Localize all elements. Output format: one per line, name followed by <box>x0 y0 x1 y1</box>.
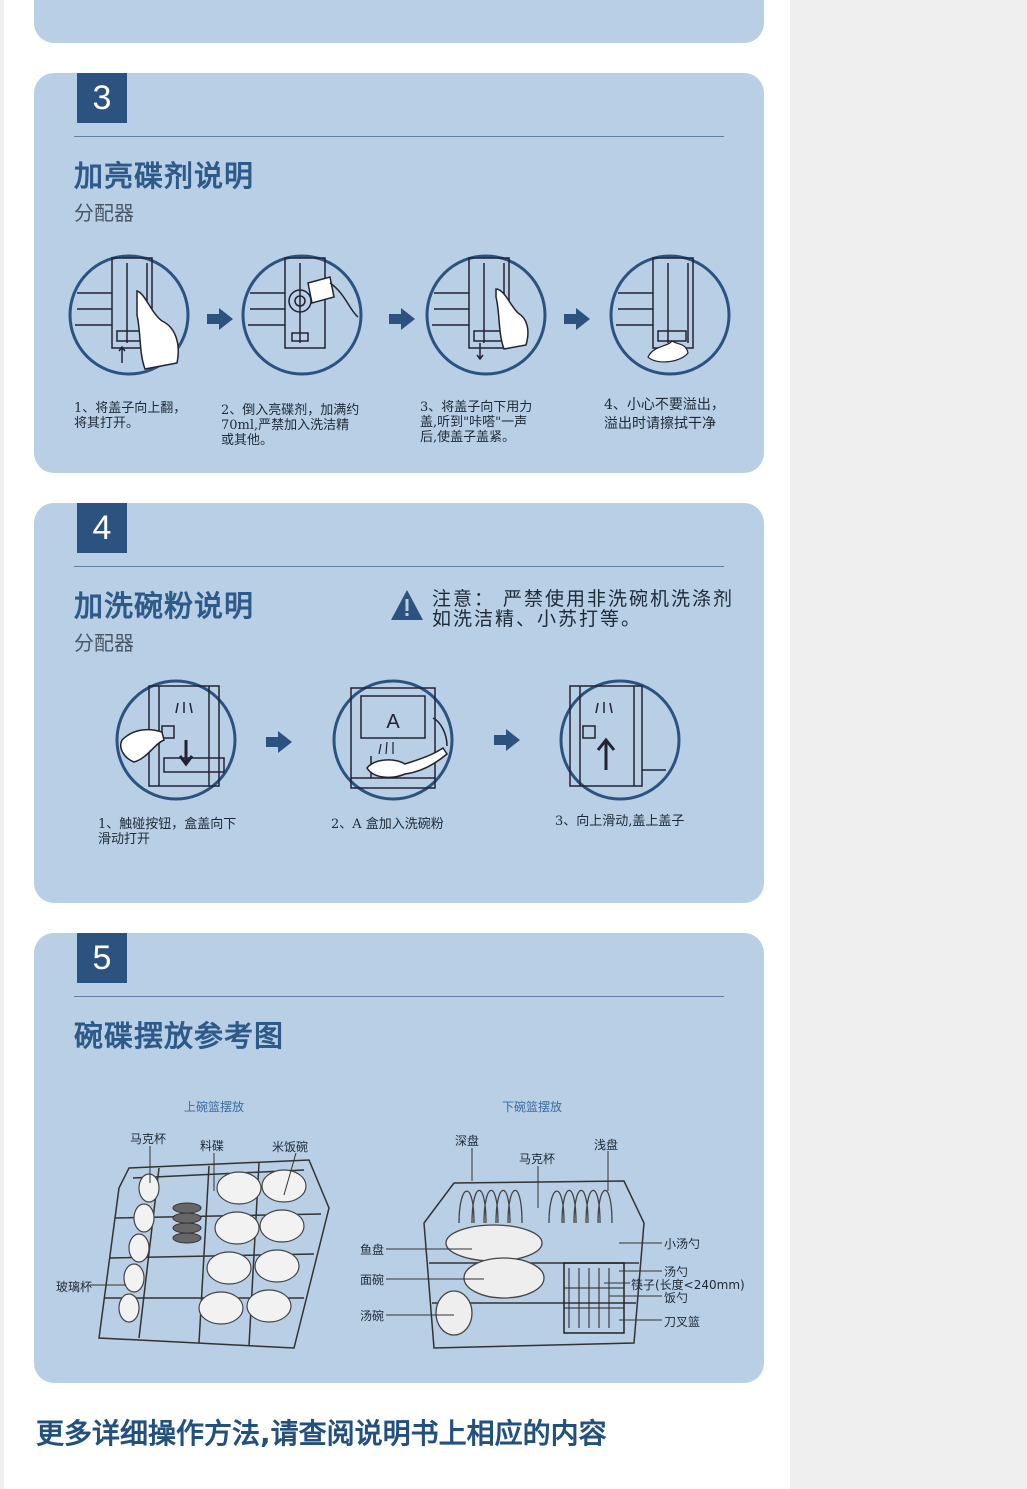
label-chopsticks: 筷子(长度<240mm) <box>631 1278 745 1292</box>
label-saucer: 料碟 <box>200 1139 225 1153</box>
label-leader-lines <box>90 1146 662 1321</box>
divider <box>74 136 724 137</box>
step-caption: 3、将盖子向下用力 盖,听到"咔嗒"一声 后,使盖子盖紧。 <box>420 400 533 445</box>
section-title: 加洗碗粉说明 <box>74 589 255 623</box>
previous-section-card <box>34 0 764 43</box>
divider <box>74 996 724 997</box>
upper-basket-title: 上碗篮摆放 <box>184 1100 245 1114</box>
step-illustration-open-lid <box>68 254 190 376</box>
step-illustration-close-cover <box>559 679 681 801</box>
label-noodle-bowl: 面碗 <box>360 1273 385 1287</box>
label-deep-plate: 深盘 <box>455 1134 480 1148</box>
lower-basket-title: 下碗篮摆放 <box>502 1100 563 1114</box>
arrow-right-icon <box>207 308 233 330</box>
label-fish-plate: 鱼盘 <box>360 1243 385 1257</box>
compartment-letter: A <box>386 711 400 733</box>
label-shallow-plate: 浅盘 <box>594 1138 619 1152</box>
step-illustration-wipe-spill <box>609 254 731 376</box>
step-illustration-pour-rinse-aid <box>241 254 363 376</box>
step-caption: 1、触碰按钮，盒盖向下 滑动打开 <box>98 817 237 847</box>
step-illustration-add-powder: A <box>332 679 454 801</box>
step-illustration-press-button <box>115 679 237 801</box>
label-mug: 马克杯 <box>519 1152 556 1166</box>
arrow-right-icon <box>494 729 520 751</box>
warning-note: 注意： 严禁使用非洗碗机洗涤剂 如洗洁精、小苏打等。 <box>432 588 735 630</box>
section-number-badge: 3 <box>77 73 127 123</box>
label-rice-scoop: 饭勺 <box>664 1291 689 1305</box>
section-title: 碗碟摆放参考图 <box>74 1019 285 1053</box>
section-3-card: 3 加亮碟剂说明 分配器 <box>34 73 764 473</box>
step-caption: 2、倒入亮碟剂，加满约 70ml,严禁加入洗洁精 或其他。 <box>221 403 360 448</box>
section-4-card: 4 加洗碗粉说明 分配器 注意： 严禁使用非洗碗机洗涤剂 如洗洁精、小苏打等。 <box>34 503 764 903</box>
section-number-badge: 5 <box>77 933 127 983</box>
label-mug: 马克杯 <box>130 1132 167 1146</box>
section-subtitle: 分配器 <box>74 631 134 655</box>
footer-note: 更多详细操作方法,请查阅说明书上相应的内容 <box>36 1417 607 1450</box>
step-caption: 1、将盖子向上翻， 将其打开。 <box>74 401 187 431</box>
arrow-right-icon <box>266 731 292 753</box>
arrow-right-icon <box>564 308 590 330</box>
page-edge <box>0 0 4 1489</box>
section-number-badge: 4 <box>77 503 127 553</box>
upper-basket-illustration <box>98 1159 330 1349</box>
label-soup-bowl: 汤碗 <box>360 1309 385 1323</box>
divider <box>74 566 724 567</box>
section-title: 加亮碟剂说明 <box>74 159 255 193</box>
label-glass: 玻璃杯 <box>56 1280 93 1294</box>
label-small-spoon: 小汤勺 <box>664 1237 701 1251</box>
arrow-right-icon <box>389 308 415 330</box>
section-subtitle: 分配器 <box>74 201 134 225</box>
step-illustration-close-lid <box>425 254 547 376</box>
label-cutlery-basket: 刀叉篮 <box>664 1315 701 1329</box>
step-caption: 3、向上滑动,盖上盖子 <box>555 814 685 829</box>
label-soup-spoon: 汤勺 <box>664 1265 689 1279</box>
step-caption: 2、A 盒加入洗碗粉 <box>331 817 444 832</box>
label-rice-bowl: 米饭碗 <box>272 1140 309 1154</box>
lower-basket-illustration <box>423 1180 645 1349</box>
step-caption: 4、小心不要溢出， 溢出时请擦拭干净 <box>604 397 725 432</box>
section-5-card: 5 碗碟摆放参考图 上碗篮摆放 马克杯 料碟 米饭碗 玻璃杯 下碗篮摆放 <box>34 933 764 1383</box>
warning-icon <box>391 590 423 620</box>
